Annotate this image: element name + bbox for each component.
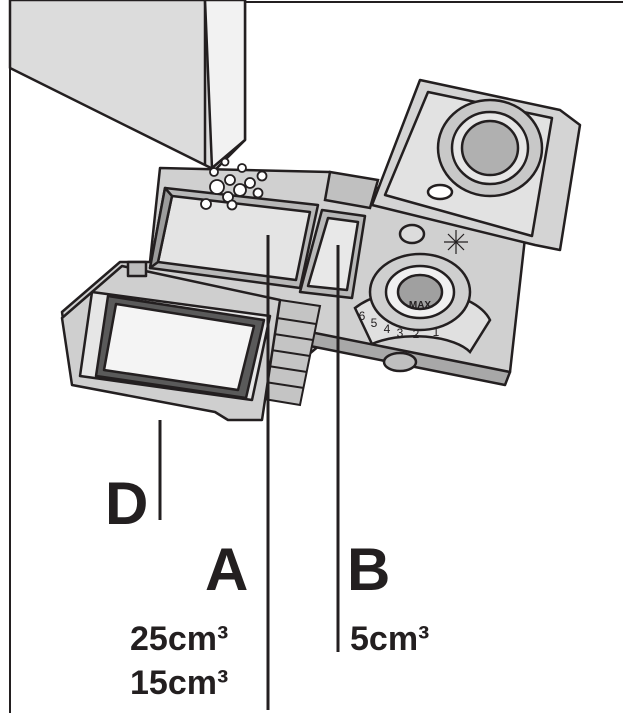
dial-number: 6: [359, 309, 366, 323]
leader-lines: [158, 235, 340, 710]
dosage-dial: [353, 252, 492, 373]
detergent-package: [8, 0, 247, 172]
dial-number: 4: [384, 322, 391, 336]
label-a-volume-15: 15cm³: [130, 664, 229, 702]
label-a-volume-25: 25cm³: [130, 620, 229, 658]
compartment-b: [298, 208, 367, 300]
dial-number: 1: [433, 325, 440, 339]
compartment-a: [148, 186, 320, 290]
detergent-granules: [200, 157, 268, 211]
dial-max-label: MAX: [409, 300, 432, 311]
label-b-volume-5: 5cm³: [350, 620, 430, 658]
dial-number: 2: [413, 327, 420, 341]
lid-d: [60, 260, 282, 422]
sparkle-icon: [444, 230, 468, 254]
label-a: A: [205, 536, 249, 603]
dial-number: 5: [371, 316, 378, 330]
label-d: D: [105, 470, 149, 537]
dial-numbers: 6 5 4 3 2 1: [359, 309, 440, 341]
latch: [323, 170, 426, 245]
dial-number: 3: [397, 326, 404, 340]
rinse-aid-lid: [370, 78, 582, 252]
label-b: B: [347, 536, 391, 603]
